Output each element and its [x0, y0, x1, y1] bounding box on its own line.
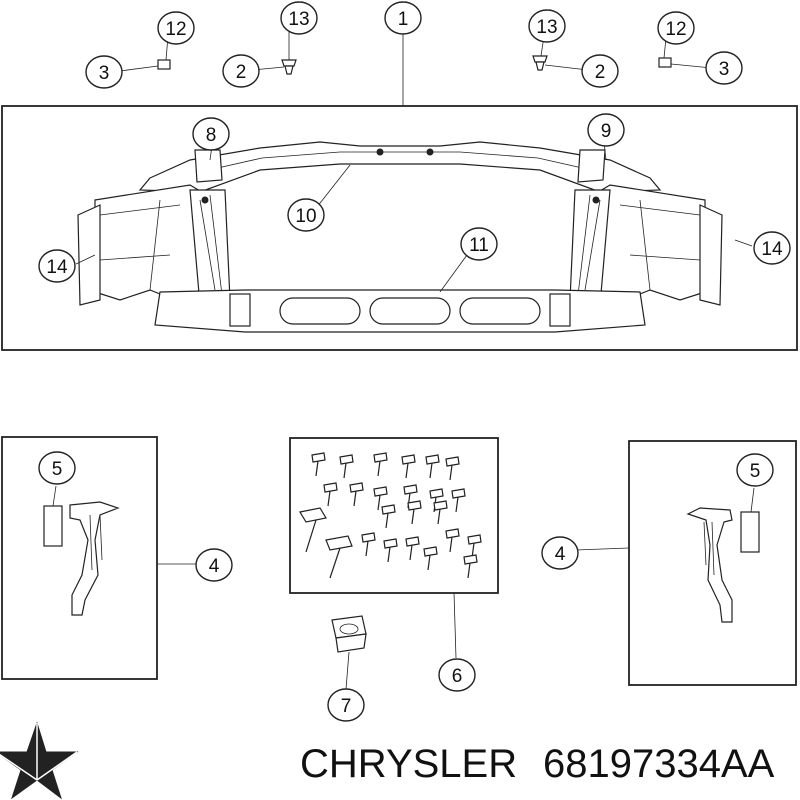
callout-label-c5a: 5 [52, 459, 63, 480]
bolt-icon [467, 534, 482, 559]
brand-name: CHRYSLER [300, 742, 517, 786]
callout-c11: 11 [460, 227, 498, 261]
callout-label-c1: 1 [398, 9, 409, 30]
callout-c4b: 4 [541, 536, 579, 570]
bolt-icon [463, 554, 478, 579]
callout-c5a: 5 [38, 451, 76, 485]
hardware-fasteners [299, 452, 482, 579]
callout-c8: 8 [192, 117, 230, 151]
bolt-icon [381, 504, 396, 529]
bolt-icon [425, 454, 440, 479]
left-bracket-box [1, 436, 158, 680]
callout-label-c14b: 14 [761, 239, 783, 260]
radiator-support-assembly [77, 141, 723, 333]
part-number: 68197334AA [543, 742, 775, 786]
callout-label-c13a: 13 [288, 9, 309, 30]
bolt-icon [383, 538, 398, 563]
bolt-icon [373, 452, 388, 477]
callout-label-c9: 9 [601, 121, 612, 142]
callout-label-c5b: 5 [750, 461, 761, 482]
bolt-icon [451, 488, 466, 513]
bolt-icon [445, 456, 460, 481]
callout-label-c14a: 14 [46, 257, 68, 278]
callout-c6: 6 [438, 658, 476, 692]
callout-c3a: 3 [85, 55, 123, 89]
callout-label-c7: 7 [341, 696, 352, 717]
bolt-icon [311, 452, 326, 477]
right-mount-bracket [686, 487, 760, 623]
push-pin-right [532, 35, 589, 71]
callout-label-c12b: 12 [665, 19, 686, 40]
callout-label-c13b: 13 [536, 17, 557, 38]
callout-c4a: 4 [195, 548, 233, 582]
callout-label-c12a: 12 [165, 19, 186, 40]
bolt-icon [323, 482, 338, 507]
radiator-support-frame-box [1, 105, 798, 351]
callout-c3b: 3 [705, 51, 743, 85]
clip-part-left [119, 35, 171, 72]
callout-c12a: 12 [157, 11, 195, 45]
callout-c14a: 14 [38, 249, 76, 283]
right-bracket-box [628, 440, 797, 686]
bolt-icon [405, 536, 420, 561]
callout-c13a: 13 [280, 1, 318, 35]
push-pin-left [252, 32, 297, 75]
callout-label-c2b: 2 [595, 62, 606, 83]
callout-c2b: 2 [581, 54, 619, 88]
callout-label-c11: 11 [469, 235, 489, 256]
bolt-icon [373, 486, 388, 511]
callout-c7: 7 [327, 688, 365, 722]
left-mount-bracket [43, 485, 120, 616]
hardware-box [289, 437, 499, 594]
bolt-icon [361, 532, 376, 557]
callout-c2a: 2 [222, 54, 260, 88]
bolt-icon [423, 546, 438, 571]
callout-label-c8: 8 [206, 125, 217, 146]
bolt-icon [349, 482, 364, 507]
pentastar-icon [0, 721, 79, 800]
callout-label-c10: 10 [295, 206, 316, 227]
callout-label-c4b: 4 [555, 544, 566, 565]
bolt-icon [339, 454, 354, 479]
callout-c13b: 13 [528, 9, 566, 43]
bolt-icon [445, 528, 460, 553]
callout-c5b: 5 [736, 453, 774, 487]
callout-c9: 9 [587, 113, 625, 147]
cage-nut-part [331, 615, 367, 690]
callout-c14b: 14 [753, 231, 791, 265]
callout-c1: 1 [384, 1, 422, 35]
callout-label-c2a: 2 [236, 62, 247, 83]
callout-label-c3b: 3 [719, 59, 730, 80]
callout-c10: 10 [287, 198, 325, 232]
callout-label-c6: 6 [452, 666, 463, 687]
callout-label-c3a: 3 [99, 63, 110, 84]
bolt-icon [433, 500, 448, 525]
callout-c12b: 12 [657, 11, 695, 45]
bolt-icon [401, 454, 416, 479]
bolt-icon [407, 500, 422, 525]
callout-label-c4a: 4 [209, 556, 220, 577]
